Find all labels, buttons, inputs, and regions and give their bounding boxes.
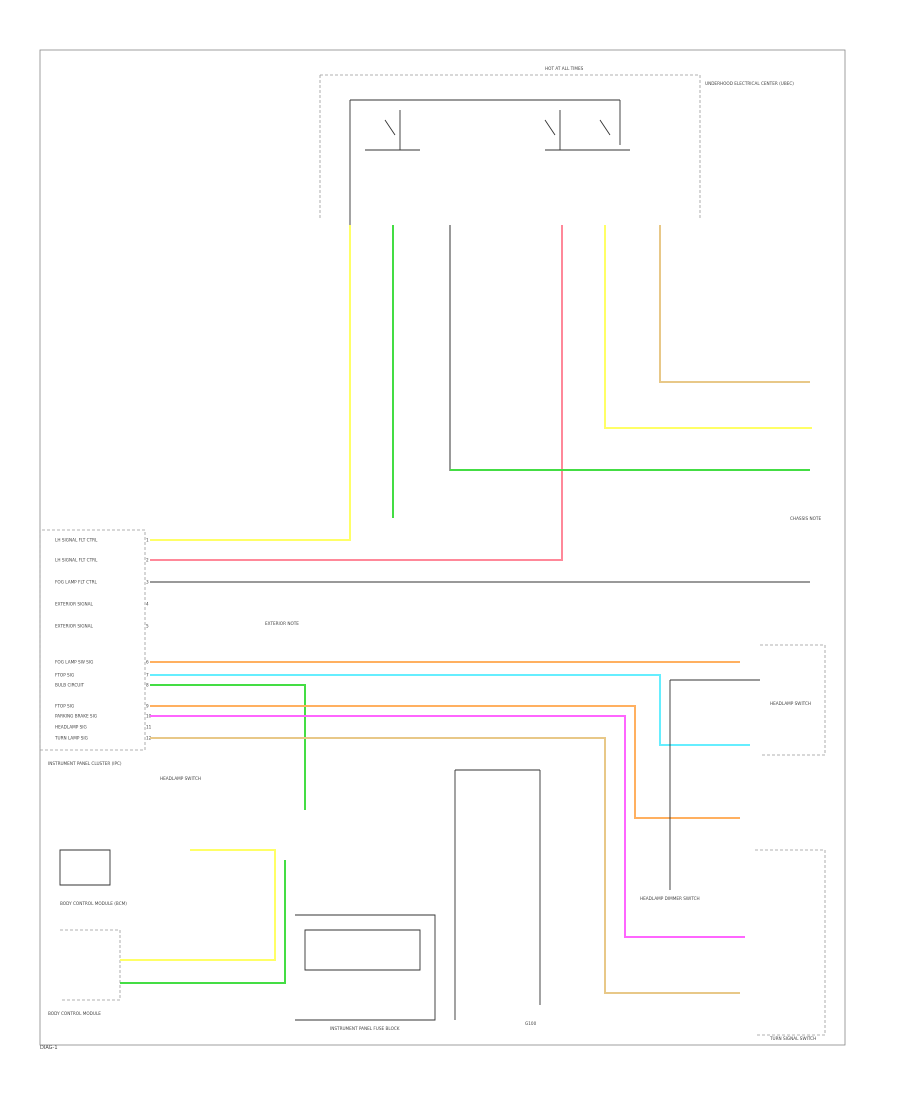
- turn-switch-label: TURN SIGNAL SWITCH: [769, 1036, 816, 1041]
- ipc-pins: LH SIGNAL FLT CTRL 1 LH SIGNAL FLT CTRL 2FO…: [54, 538, 152, 741]
- ipc-pin-label: PARKING BRAKE SIG: [55, 714, 97, 719]
- ipc-name: INSTRUMENT PANEL CLUSTER (IPC): [48, 761, 122, 766]
- ipc-pin-number: 4: [146, 602, 149, 607]
- wire-magenta: [150, 715, 745, 938]
- wire-pink-1: [150, 225, 563, 561]
- ipc-pin-number: 11: [146, 725, 152, 730]
- ipc-pin-number: 8: [146, 683, 149, 688]
- bcm-outline: [60, 929, 121, 1001]
- wire-tan-2: [150, 737, 740, 994]
- ground-label: G100: [525, 1021, 537, 1026]
- black-wire: [669, 679, 760, 890]
- ipc-pin-number: 7: [146, 673, 149, 678]
- dimmer-label: HEADLAMP DIMMER SWITCH: [640, 896, 700, 901]
- ground-wire: [454, 769, 541, 1020]
- fuse-block-label: INSTRUMENT PANEL FUSE BLOCK: [330, 1026, 400, 1031]
- ipc-pin-label: LH SIGNAL FLT CTRL: [55, 538, 98, 543]
- wire-green-4: [120, 860, 286, 984]
- wire-orange-2: [150, 705, 740, 819]
- diagram-frame: [39, 49, 846, 1046]
- bcm-bottom-label: BODY CONTROL MODULE: [48, 1011, 101, 1016]
- ipc-pin-label: FTOP SIG: [55, 704, 74, 709]
- ipc-pin-number: 6: [146, 660, 149, 665]
- note-1: EXTERIOR NOTE: [265, 621, 299, 626]
- fuse-block-outline: [295, 914, 436, 1021]
- wire-tan-1: [659, 225, 810, 383]
- fuse-block-box: [304, 929, 421, 971]
- turn-switch-outline: [755, 849, 826, 1036]
- ipc-pin-label: FOG LAMP SW SIG: [55, 660, 93, 665]
- ipc-pin-label: FTOP SIG: [55, 673, 74, 678]
- relay-switch-left: [365, 110, 420, 151]
- ipc-pin-label: FOG LAMP FLT CTRL: [55, 580, 97, 585]
- page-label: DIAG-1: [40, 1045, 58, 1051]
- ipc-pin-label: TURN LAMP SIG: [54, 736, 88, 741]
- bcm-name: BODY CONTROL MODULE (BCM): [60, 901, 127, 906]
- ipc-pin-label: BULB CIRCUIT: [55, 683, 85, 688]
- ipc-pin-label: LH SIGNAL FLT CTRL: [55, 558, 98, 563]
- relay-block-title: HOT AT ALL TIMES: [545, 66, 584, 71]
- ipc-pin-label: HEADLAMP SIG: [55, 725, 87, 730]
- ipc-pin-number: 10: [146, 714, 152, 719]
- ipc-outline: [39, 529, 146, 751]
- ipc-pin-number: 5: [146, 624, 149, 629]
- wire-cyan: [150, 674, 750, 746]
- ipc-pin-label: EXTERIOR SIGNAL: [55, 624, 93, 629]
- ipc-pin-number: 1: [146, 538, 149, 543]
- ipc-pin-number: 3: [146, 580, 149, 585]
- ipc-pin-number: 2: [146, 558, 149, 563]
- headlamp-front-left: HEADLAMP SWITCH: [160, 776, 201, 781]
- ipc-pin-label: EXTERIOR SIGNAL: [55, 602, 93, 607]
- ipc-pin-number: 9: [146, 704, 149, 709]
- relay-bus: [349, 99, 621, 225]
- headlamp-switch-outline: [760, 644, 826, 756]
- wire-yellow-3: [120, 849, 276, 961]
- wire-yellow-2: [604, 225, 812, 429]
- relay-block-name: UNDERHOOD ELECTRICAL CENTER (UBEC): [705, 81, 794, 86]
- left-connector: [59, 849, 111, 886]
- relay-switch-right: [544, 110, 630, 151]
- note-2: CHASSIS NOTE: [790, 516, 821, 521]
- relay-block-outline: [319, 74, 701, 220]
- wire-green-3: [150, 684, 306, 810]
- wire-gray-1: [449, 225, 810, 471]
- wire-yellow-1: [150, 225, 351, 541]
- ipc-pin-number: 12: [146, 736, 152, 741]
- headlamp-switch-label: HEADLAMP SWITCH: [770, 701, 811, 706]
